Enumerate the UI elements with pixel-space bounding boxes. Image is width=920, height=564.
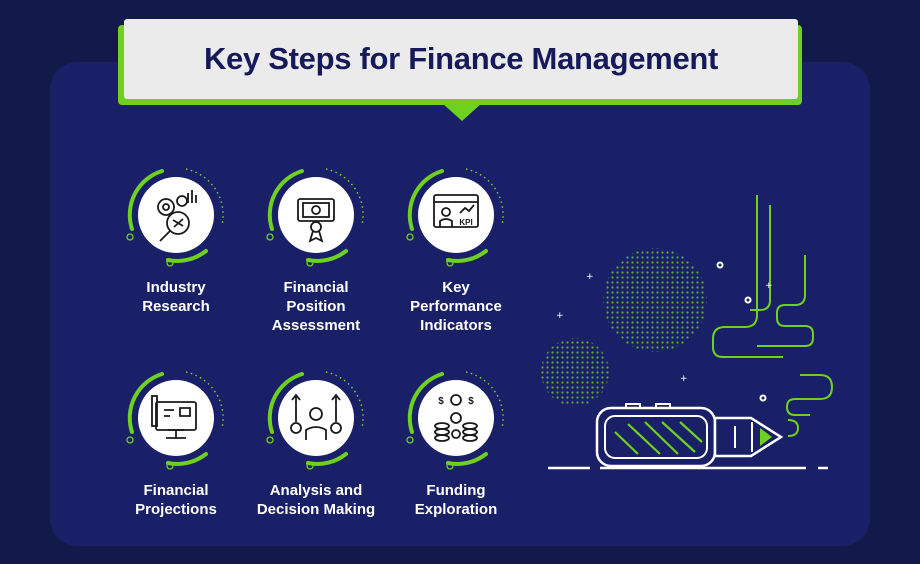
title-box: Key Steps for Finance Management (124, 19, 798, 99)
svg-text:$: $ (468, 396, 474, 407)
speed-lines (712, 195, 834, 437)
page-title: Key Steps for Finance Management (203, 41, 719, 76)
svg-text:+: + (765, 281, 773, 291)
svg-text:$: $ (438, 396, 444, 407)
kpi-presentation-icon: KPI (405, 167, 506, 268)
rocket-illustration (548, 403, 828, 470)
title-banner: Key Steps for Finance Management (118, 19, 802, 121)
step-label-funding-exploration: Funding Exploration (414, 482, 498, 518)
title-banner-pointer (442, 103, 482, 121)
white-sparkles (716, 261, 767, 402)
projection-board-icon (125, 370, 226, 471)
svg-text:+: + (680, 374, 688, 384)
svg-text:+: + (556, 311, 564, 321)
dotted-orb-small (541, 338, 609, 406)
dotted-orb-large (603, 248, 707, 352)
svg-text:+: + (586, 272, 594, 282)
decision-person-icon (265, 370, 366, 471)
step-label-industry-research: Industry Research (142, 279, 210, 315)
step-label-kpi: Key Performance Indicators (410, 279, 502, 334)
step-label-financial-position: Financial Position Assessment (271, 279, 361, 334)
research-gears-magnifier-icon (125, 167, 226, 268)
white-stars: + + + + (556, 272, 773, 384)
step-label-financial-projections: Financial Projections (135, 482, 217, 518)
funding-coins-people-icon: $ $ (405, 370, 506, 471)
svg-text:KPI: KPI (459, 218, 472, 227)
financial-certificate-icon (265, 167, 366, 268)
step-label-analysis-decision: Analysis and Decision Making (256, 482, 376, 518)
